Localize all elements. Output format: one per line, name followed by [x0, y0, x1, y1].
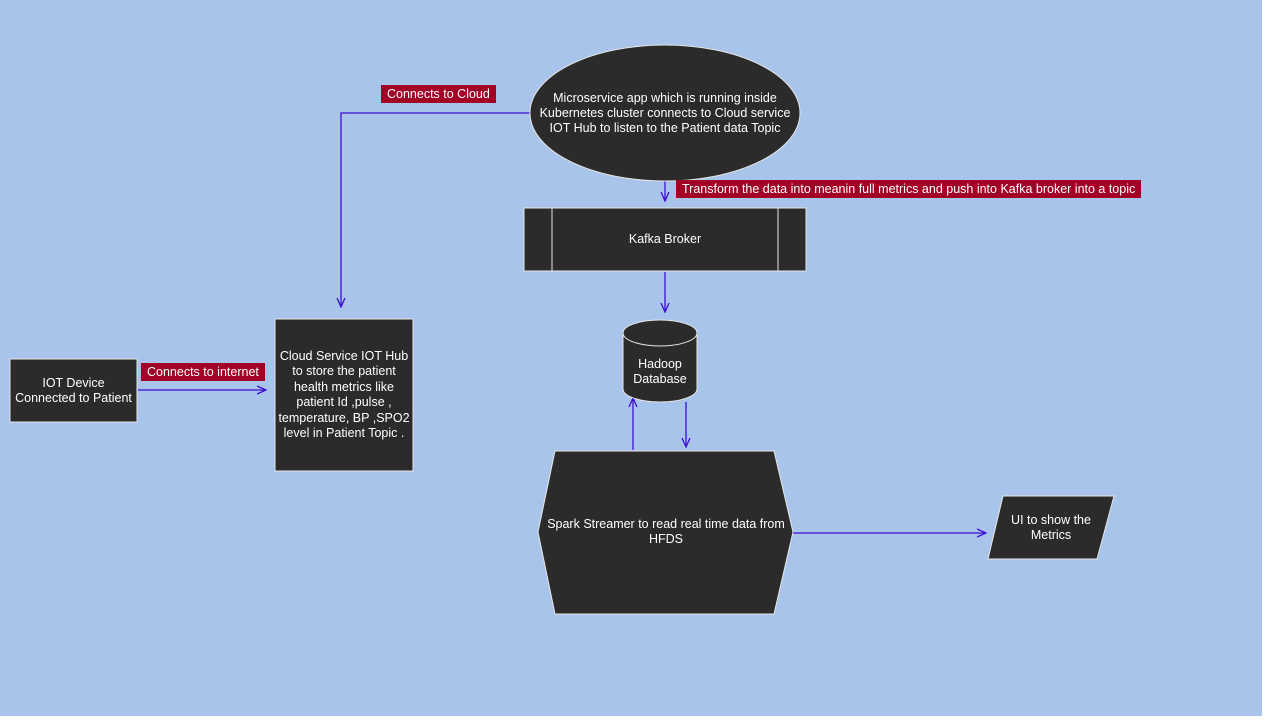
ui-metrics-node[interactable]: [987, 495, 1115, 560]
bottom-edge-band: [0, 716, 1274, 720]
cloud-iot-hub-text: Cloud Service IOT Hub to store the patie…: [278, 348, 410, 441]
transform-label: Transform the data into meanin full metr…: [676, 180, 1142, 198]
iot-device-text: IOT Device Connected to Patient: [15, 375, 132, 405]
hadoop-database-text: Hadoop Database: [633, 357, 687, 386]
edge-microservice-to-hub: [341, 112, 530, 306]
iot-device-node[interactable]: [9, 358, 138, 423]
hadoop-database-node[interactable]: [622, 319, 698, 403]
connects-to-internet-label: Connects to internet: [141, 363, 265, 381]
spark-streamer-text: Spark Streamer to read real time data fr…: [547, 517, 785, 546]
cloud-iot-hub-node[interactable]: [274, 318, 414, 472]
spark-streamer-node[interactable]: [537, 450, 794, 615]
microservice-node[interactable]: [529, 44, 801, 182]
kafka-broker-node[interactable]: [523, 207, 807, 272]
connects-to-cloud-label: Connects to Cloud: [381, 85, 496, 103]
kafka-broker-text: Kafka Broker: [628, 232, 702, 246]
ui-metrics-text: UI to show the Metrics: [1011, 512, 1091, 542]
microservice-text: Microservice app which is running inside…: [539, 90, 791, 135]
right-edge-band: [1262, 0, 1274, 720]
